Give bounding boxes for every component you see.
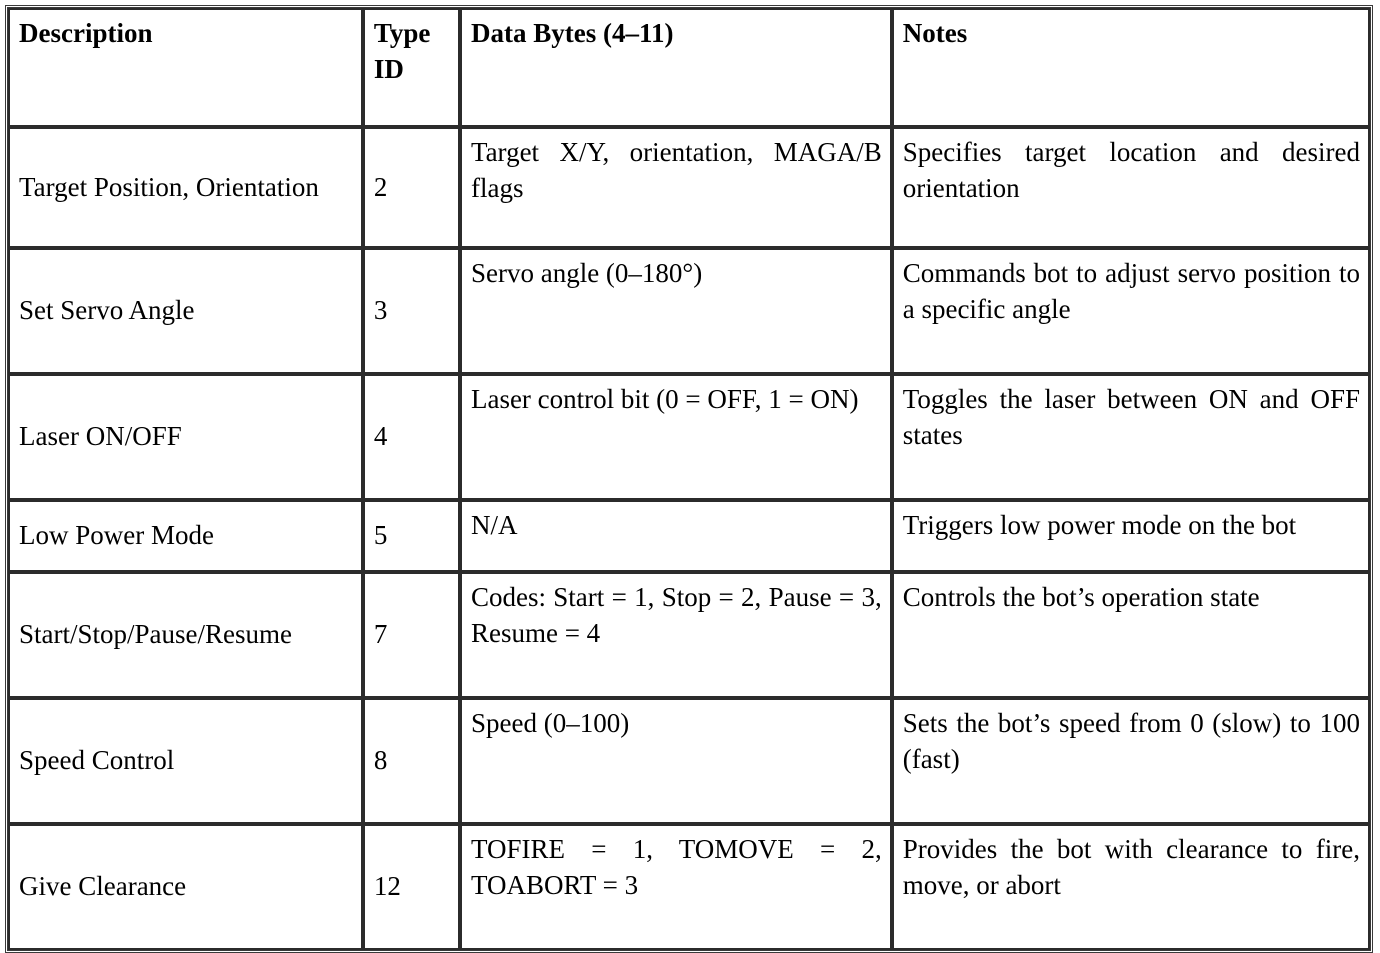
cell-description: Low Power Mode — [8, 500, 363, 572]
table-row: Give Clearance 12 TOFIRE = 1, TOMOVE = 2… — [8, 824, 1370, 950]
cell-notes: Controls the bot’s operation state — [891, 572, 1370, 698]
cell-notes: Toggles the laser between ON and OFF sta… — [891, 374, 1370, 500]
cell-description: Set Servo Angle — [8, 248, 363, 374]
cell-notes: Triggers low power mode on the bot — [891, 500, 1370, 572]
cell-data-bytes: Speed (0–100) — [459, 698, 892, 824]
cell-notes: Commands bot to adjust servo position to… — [891, 248, 1370, 374]
cell-type-id: 4 — [362, 374, 460, 500]
table-row: Speed Control 8 Speed (0–100) Sets the b… — [8, 698, 1370, 824]
cell-type-id: 12 — [362, 824, 460, 950]
cell-type-id: 7 — [362, 572, 460, 698]
cell-notes: Sets the bot’s speed from 0 (slow) to 10… — [891, 698, 1370, 824]
cell-data-bytes: Laser control bit (0 = OFF, 1 = ON) — [459, 374, 892, 500]
cell-type-id: 8 — [362, 698, 460, 824]
cell-data-bytes: Servo angle (0–180°) — [459, 248, 892, 374]
table-row: Low Power Mode 5 N/A Triggers low power … — [8, 500, 1370, 572]
cell-description: Give Clearance — [8, 824, 363, 950]
cell-type-id: 3 — [362, 248, 460, 374]
table-row: Laser ON/OFF 4 Laser control bit (0 = OF… — [8, 374, 1370, 500]
table-row: Start/Stop/Pause/Resume 7 Codes: Start =… — [8, 572, 1370, 698]
cell-data-bytes: Target X/Y, orientation, MAGA/B flags — [459, 127, 892, 248]
cell-type-id: 2 — [362, 127, 460, 248]
column-header-type-id: Type ID — [362, 8, 460, 127]
cell-data-bytes: N/A — [459, 500, 892, 572]
command-types-table: Description Type ID Data Bytes (4–11) No… — [5, 5, 1373, 953]
cell-description: Laser ON/OFF — [8, 374, 363, 500]
cell-data-bytes: Codes: Start = 1, Stop = 2, Pause = 3, R… — [459, 572, 892, 698]
cell-description: Speed Control — [8, 698, 363, 824]
cell-description: Start/Stop/Pause/Resume — [8, 572, 363, 698]
document-page: Description Type ID Data Bytes (4–11) No… — [5, 5, 1373, 953]
cell-data-bytes: TOFIRE = 1, TOMOVE = 2, TOABORT = 3 — [459, 824, 892, 950]
table-row: Target Position, Orientation 2 Target X/… — [8, 127, 1370, 248]
table-row: Set Servo Angle 3 Servo angle (0–180°) C… — [8, 248, 1370, 374]
column-header-data-bytes: Data Bytes (4–11) — [459, 8, 892, 127]
cell-description: Target Position, Orientation — [8, 127, 363, 248]
column-header-notes: Notes — [891, 8, 1370, 127]
cell-notes: Provides the bot with clearance to fire,… — [891, 824, 1370, 950]
table-header-row: Description Type ID Data Bytes (4–11) No… — [8, 8, 1370, 127]
cell-notes: Specifies target location and desired or… — [891, 127, 1370, 248]
cell-type-id: 5 — [362, 500, 460, 572]
column-header-description: Description — [8, 8, 363, 127]
